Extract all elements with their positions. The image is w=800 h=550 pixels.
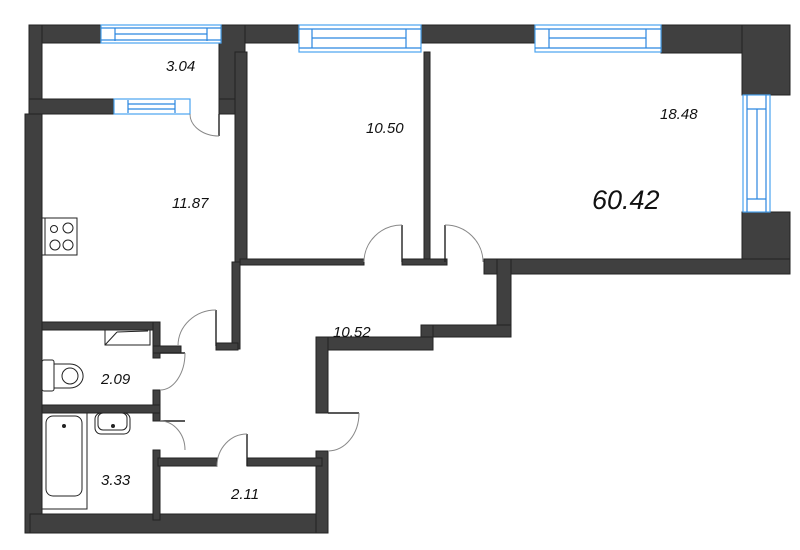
door-icon	[327, 412, 360, 452]
storage-area-label: 2.11	[231, 486, 260, 503]
wall-hall-right	[496, 258, 512, 326]
wall-toilet-bath	[41, 404, 161, 414]
wall-bath-right-lower	[152, 449, 161, 521]
wall-storage-right	[315, 450, 329, 534]
wall-kitchen-door-stub	[215, 342, 239, 351]
wall-toilet-top	[41, 321, 161, 331]
wall-bedroom-bottom-mid	[401, 258, 448, 266]
wall-toilet-right-upper	[152, 321, 161, 359]
window-icon	[298, 24, 422, 53]
wall-hall-step1	[420, 324, 512, 338]
hallway-area-label: 10.52	[333, 324, 371, 341]
wall-balcony-left	[28, 24, 43, 101]
door-icon	[363, 224, 403, 263]
windows	[100, 24, 771, 213]
sink-icon	[94, 412, 131, 435]
door-icon	[159, 352, 186, 391]
wall-hall-left-lower	[315, 336, 329, 414]
bedroom-area-label: 10.50	[366, 120, 404, 137]
total-area-label: 60.42	[592, 185, 660, 215]
balcony-area-label: 3.04	[166, 58, 196, 75]
toilet-area-label: 2.09	[101, 371, 131, 388]
window-icon	[534, 24, 662, 53]
wall-top-right-mid	[420, 24, 537, 44]
wall-bottom-outer	[29, 513, 328, 534]
wall-bedroom-bottom-left	[239, 258, 365, 266]
counter-icon	[104, 329, 151, 346]
wall-bedroom-living	[423, 51, 431, 263]
window-icon	[100, 24, 222, 44]
door-icon	[159, 420, 186, 451]
door-icon	[216, 433, 248, 467]
wall-kitchen-bedroom	[234, 51, 248, 263]
wall-right-upper	[741, 24, 791, 96]
wall-kitchen-hall	[231, 261, 241, 350]
wall-toilet-door-stub	[152, 345, 182, 354]
wall-storage-top-right	[246, 457, 323, 467]
wall-storage-top-left	[157, 457, 218, 467]
toilet-icon	[41, 359, 84, 392]
doors	[159, 113, 484, 467]
kitchen-area-label: 11.87	[172, 195, 209, 212]
wall-left-outer	[24, 113, 43, 534]
walls	[24, 24, 791, 534]
living-room-area-label: 18.48	[660, 106, 698, 123]
wall-balcony-bottom	[28, 98, 115, 115]
wall-living-bottom	[483, 258, 791, 275]
stove-icon	[41, 217, 78, 256]
door-icon	[444, 224, 484, 263]
wall-bath-right-upper	[152, 412, 161, 422]
window-icon	[113, 98, 191, 115]
bathtub-icon	[41, 412, 88, 510]
door-icon	[177, 309, 217, 347]
door-icon	[189, 113, 220, 137]
window-icon	[742, 94, 771, 213]
bathroom-area-label: 3.33	[101, 472, 131, 489]
